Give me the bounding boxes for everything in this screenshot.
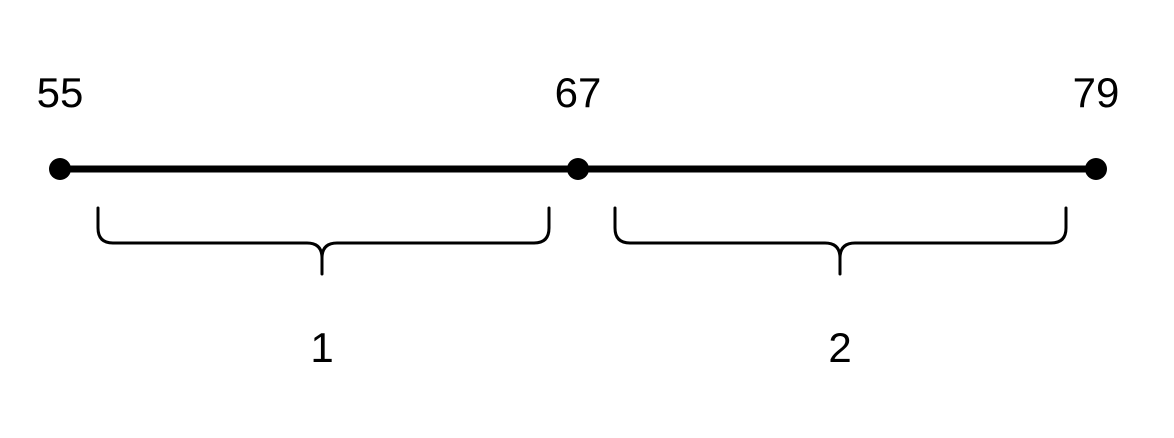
point-label-middle: 67 xyxy=(555,69,602,116)
point-marker-start xyxy=(49,158,71,180)
point-label-end: 79 xyxy=(1073,69,1120,116)
segment-brace-2 xyxy=(613,206,1068,276)
point-marker-end xyxy=(1085,158,1107,180)
point-marker-middle xyxy=(567,158,589,180)
point-label-start: 55 xyxy=(37,69,84,116)
segment-label-2: 2 xyxy=(828,324,851,371)
segment-brace-1 xyxy=(96,206,551,276)
segment-label-1: 1 xyxy=(310,324,333,371)
